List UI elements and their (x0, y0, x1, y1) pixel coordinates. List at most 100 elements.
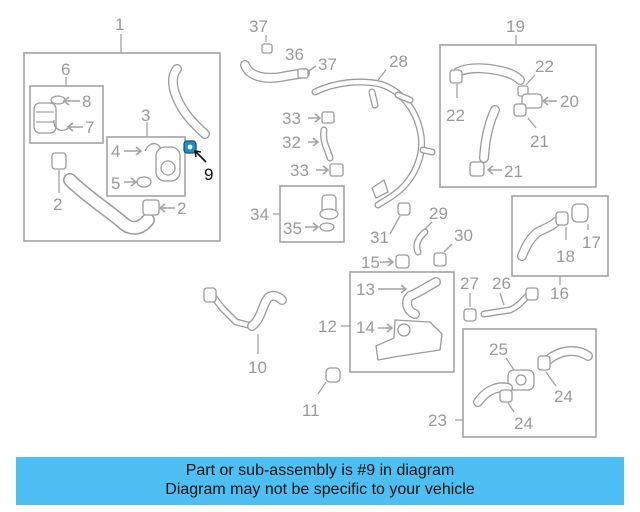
clamp-part (297, 68, 309, 79)
water-housing-part (375, 319, 443, 361)
callout-6: 6 (61, 60, 70, 79)
coolant-hose-part (247, 290, 287, 331)
leader-line (525, 74, 536, 86)
leader-arrow (124, 146, 143, 156)
highlight-leader-arrow (194, 150, 207, 163)
leader-line (443, 243, 453, 253)
callout-35: 35 (283, 219, 302, 238)
callout-12: 12 (318, 317, 337, 336)
clamp-part (433, 252, 447, 267)
clamp-part (261, 43, 273, 54)
clamp-part (397, 202, 411, 216)
clamp-part (142, 199, 160, 216)
leader-arrow (305, 222, 320, 232)
assembly-box-19 (439, 44, 597, 188)
leader-arrow (380, 257, 395, 267)
callout-29: 29 (429, 204, 448, 223)
callout-24a: 24 (554, 387, 573, 406)
callout-17: 17 (582, 233, 601, 252)
callout-26: 26 (492, 274, 511, 293)
assembly-box-23 (462, 328, 597, 438)
callout-30: 30 (454, 226, 473, 245)
coolant-hose-part (63, 173, 155, 235)
clamp-part (555, 211, 569, 226)
coolant-hose-part (543, 346, 593, 365)
leader-arrow (378, 284, 408, 294)
leader-line (389, 215, 401, 235)
callout-23: 23 (428, 411, 447, 430)
callout-28: 28 (389, 52, 408, 71)
coolant-hose-part (240, 60, 310, 83)
callout-34: 34 (250, 205, 269, 224)
leader-line (317, 381, 327, 395)
coolant-hose-part (168, 64, 210, 139)
leader-arrow (316, 165, 330, 175)
coolant-pipe-part (203, 287, 256, 330)
leader-arrow (308, 137, 320, 147)
callout-33b: 33 (290, 161, 309, 180)
callout-1: 1 (115, 15, 124, 34)
clamp-part (537, 355, 551, 371)
banner-line-disclaimer: Diagram may not be specific to your vehi… (165, 481, 475, 498)
leader-arrow (158, 203, 175, 213)
clamp-part (51, 152, 67, 170)
clamp-part (463, 308, 477, 322)
callout-24b: 24 (514, 414, 533, 433)
clamp-part (513, 103, 527, 117)
o-ring-part (319, 222, 335, 232)
sensor-part (319, 194, 339, 220)
leader-line (499, 292, 505, 306)
callout-2b: 2 (177, 199, 186, 218)
seal-part (136, 176, 152, 188)
leader-line (527, 117, 537, 129)
o-ring-part (50, 95, 66, 105)
small-hose-part (320, 126, 334, 162)
assembly-box-12 (349, 271, 455, 373)
info-banner: Part or sub-assembly is #9 in diagram Di… (16, 457, 624, 505)
coolant-hose-part (402, 277, 441, 319)
callout-18: 18 (556, 247, 575, 266)
clamp-part (499, 389, 513, 403)
clamp-part (449, 69, 463, 84)
leader-arrow (62, 96, 80, 106)
callout-16: 16 (550, 284, 569, 303)
coolant-hose-part (517, 217, 561, 261)
callout-33a: 33 (282, 109, 301, 128)
leader-line (545, 371, 557, 387)
clamp-part (321, 111, 335, 124)
callout-21b: 21 (504, 162, 523, 181)
callout-8: 8 (82, 92, 91, 111)
leader-line (377, 69, 387, 81)
callout-5: 5 (111, 174, 120, 193)
callout-37a: 37 (249, 17, 268, 36)
banner-line-part: Part or sub-assembly is #9 in diagram (185, 462, 455, 479)
thermostat-part (155, 146, 181, 182)
callout-14: 14 (356, 318, 375, 337)
leader-line (507, 402, 515, 413)
clamp-part (395, 254, 410, 269)
clamp-part (329, 163, 344, 177)
coolant-hose-part (473, 382, 513, 407)
callout-21a: 21 (530, 132, 549, 151)
clamp-part (469, 161, 485, 177)
callout-4: 4 (111, 142, 120, 161)
leader-arrow (66, 122, 83, 132)
highlighted-part-9 (183, 140, 197, 154)
callout-3: 3 (141, 106, 150, 125)
coolant-hose-part (453, 63, 525, 85)
coolant-pipe-part (480, 287, 539, 318)
callout-15: 15 (361, 253, 380, 272)
sensor-part (325, 367, 341, 383)
callout-7: 7 (85, 118, 94, 137)
pipe-fitting-part (571, 203, 589, 223)
callout-37b: 37 (318, 55, 337, 74)
callout-22b: 22 (535, 57, 554, 76)
coolant-hose-part (479, 105, 500, 163)
callout-10: 10 (248, 358, 267, 377)
leader-arrow (486, 165, 502, 175)
assembly-box-3 (106, 136, 186, 197)
callout-22a: 22 (446, 106, 465, 125)
callout-2a: 2 (53, 195, 62, 214)
exploded-parts-diagram: 1 6 8 7 3 4 5 2 2 9 37 (23, 15, 609, 438)
